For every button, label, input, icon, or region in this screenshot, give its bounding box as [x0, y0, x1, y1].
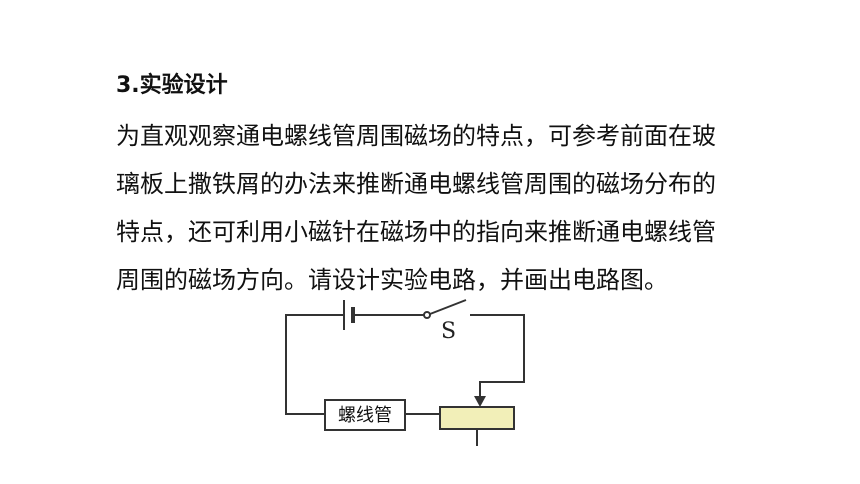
wire-left-loop — [285, 314, 343, 415]
solenoid-box — [324, 399, 406, 431]
switch-icon — [423, 299, 467, 319]
paragraph-line-3: 特点，还可利用小磁针在磁场中的指向来推断通电螺线管 — [116, 218, 716, 246]
paragraph-line-2: 璃板上撒铁屑的办法来推断通电螺线管周围的磁场分布的 — [116, 170, 716, 198]
paragraph-line-1: 为直观观察通电螺线管周围磁场的特点，可参考前面在玻 — [116, 122, 716, 150]
wire-right — [470, 314, 525, 398]
battery-icon — [343, 300, 355, 330]
paragraph-line-4: 周围的磁场方向。请设计实验电路，并画出电路图。 — [116, 266, 668, 294]
solenoid-label: 螺线管 — [338, 405, 392, 426]
circuit-wires — [285, 314, 525, 415]
section-heading: 3.实验设计 — [116, 73, 228, 98]
rheostat-box — [439, 406, 515, 430]
instruction-paragraph: 为直观观察通电螺线管周围磁场的特点，可参考前面在玻 璃板上撒铁屑的办法来推断通电… — [116, 112, 756, 304]
slider-arrow-icon — [474, 396, 486, 407]
switch-label: S — [441, 319, 456, 344]
